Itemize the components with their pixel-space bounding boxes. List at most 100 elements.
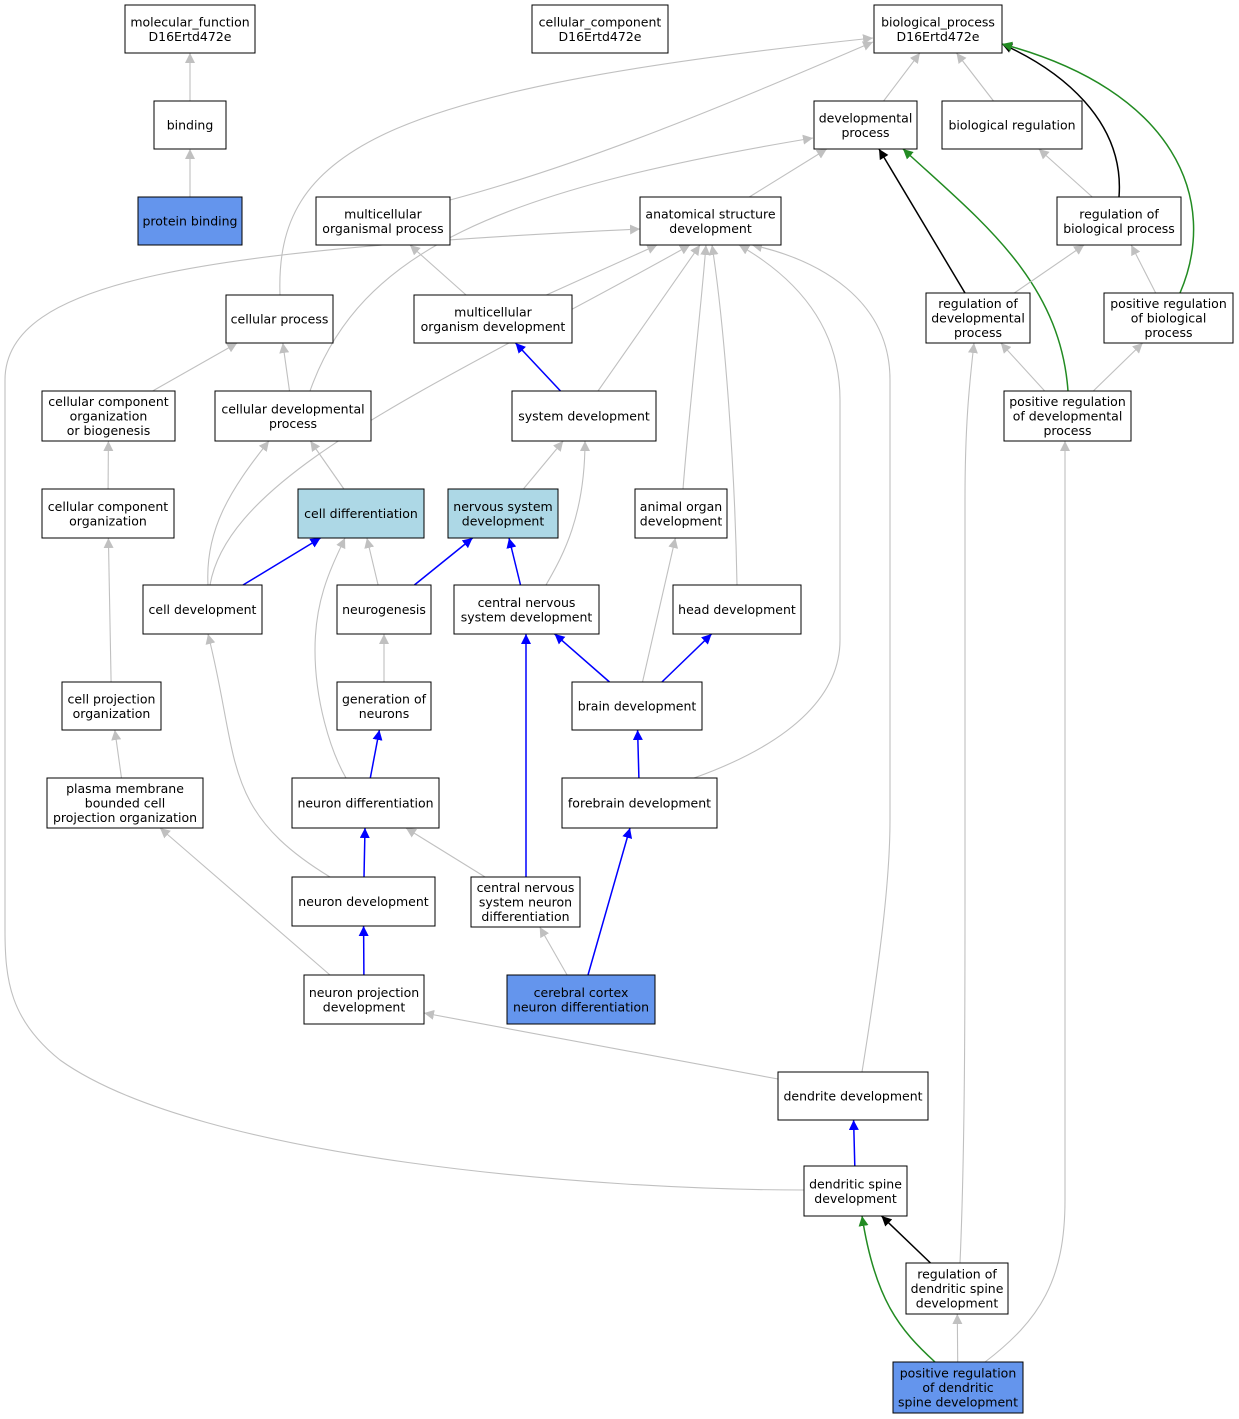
term-label: neurogenesis: [342, 602, 426, 617]
term-label: spine development: [898, 1395, 1018, 1410]
term-label: generation of: [342, 691, 427, 706]
term-label: multicellular: [344, 206, 423, 221]
term-node-forebrain[interactable]: forebrain development: [561, 777, 718, 829]
edge-regulates: [1001, 43, 1121, 198]
term-box: [447, 488, 559, 539]
term-box: [925, 292, 1031, 344]
term-node-neurogen[interactable]: neurogenesis: [336, 584, 432, 635]
edge-is-a: [597, 244, 701, 392]
edge-positively-regulates: [902, 148, 1069, 392]
edge-part-of: [242, 537, 321, 586]
term-node-neurdev[interactable]: neuron development: [291, 876, 436, 927]
term-node-bioreg[interactable]: biological regulation: [941, 100, 1083, 150]
edge-is-a: [111, 729, 123, 779]
edge-part-of: [848, 1119, 859, 1167]
term-node-neurdiff[interactable]: neuron differentiation: [291, 777, 440, 829]
term-box: [453, 584, 600, 635]
term-label: central nervous: [477, 880, 575, 895]
term-label: cerebral cortex: [534, 985, 629, 1000]
term-label: developmental: [819, 110, 913, 125]
edge-is-a: [449, 41, 874, 201]
term-box: [41, 390, 176, 442]
edge-is-a: [207, 440, 270, 586]
term-label: nervous system: [453, 499, 552, 514]
term-node-celldiff[interactable]: cell differentiation: [297, 488, 425, 539]
term-box: [634, 488, 728, 539]
term-label: D16Ertd472e: [559, 29, 642, 44]
term-label: development: [323, 999, 406, 1014]
term-label: projection organization: [53, 810, 197, 825]
edge-is-a: [693, 244, 841, 779]
term-label: cell projection: [68, 691, 156, 706]
edge-is-a: [279, 34, 874, 296]
term-label: organization: [73, 706, 151, 721]
edge-is-a: [103, 537, 114, 683]
term-box: [1103, 292, 1234, 344]
term-label: of dendritic: [922, 1380, 993, 1395]
term-label: multicellular: [454, 304, 533, 319]
term-node-cellproc[interactable]: cellular process: [225, 294, 334, 344]
edge-is-a: [749, 148, 828, 198]
term-label: development: [462, 513, 545, 528]
term-label: process: [1043, 423, 1091, 438]
term-box: [1003, 390, 1132, 442]
term-box: [506, 974, 656, 1025]
term-label: dendrite development: [783, 1089, 922, 1104]
edge-part-of: [514, 342, 562, 392]
term-label: regulation of: [1079, 206, 1159, 221]
edge-is-a: [364, 537, 379, 586]
term-label: cellular process: [231, 312, 329, 327]
term-node-protbind[interactable]: protein binding: [137, 196, 243, 246]
edge-is-a: [641, 537, 679, 683]
term-box: [291, 876, 436, 927]
edge-is-a: [4, 224, 805, 1191]
term-node-celldev[interactable]: cell development: [142, 584, 263, 635]
term-label: process: [269, 416, 317, 431]
edge-part-of: [587, 827, 633, 976]
term-box: [561, 777, 718, 829]
term-node-braindev[interactable]: brain development: [571, 681, 703, 731]
term-box: [291, 777, 440, 829]
edge-positively-regulates: [1001, 41, 1195, 294]
nodes: molecular_functionD16Ertd472ecellular_co…: [41, 4, 1234, 1414]
term-label: positive regulation: [1009, 394, 1126, 409]
term-label: process: [954, 325, 1002, 340]
term-node-sysdev[interactable]: system development: [511, 390, 657, 442]
edge-is-a: [405, 827, 486, 878]
term-node-dendev[interactable]: dendrite development: [777, 1071, 929, 1121]
term-box: [315, 196, 451, 246]
term-box: [639, 196, 782, 246]
edge-is-a: [522, 440, 564, 490]
term-node-binding[interactable]: binding: [153, 100, 227, 150]
term-node-headdev[interactable]: head development: [672, 584, 802, 635]
term-label: molecular_function: [130, 14, 249, 29]
edges: [4, 34, 1195, 1363]
